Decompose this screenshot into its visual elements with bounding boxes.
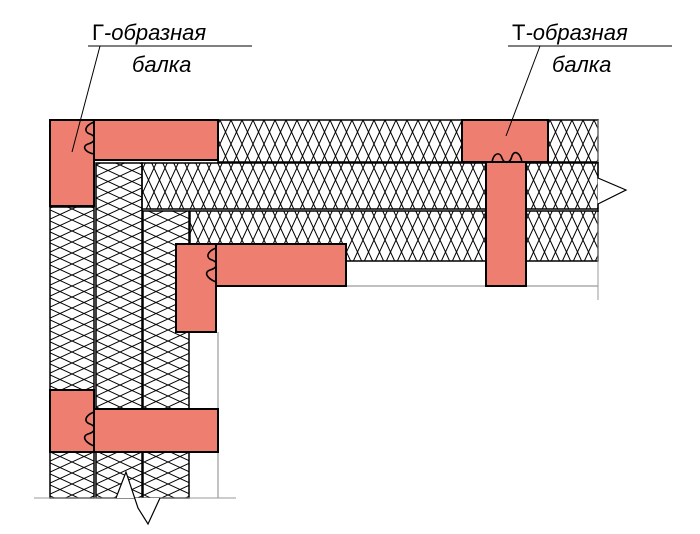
t-beam-flange bbox=[461, 119, 549, 163]
joint-bottom bbox=[83, 411, 96, 447]
break-mark-bottom bbox=[115, 470, 161, 526]
g-beam-bottom-horizontal bbox=[93, 408, 219, 453]
t-beam-rest: -образная bbox=[525, 20, 627, 45]
t-beam-stem bbox=[485, 161, 527, 287]
g-beam-rest: -образная bbox=[104, 20, 206, 45]
t-beam-label-line2: балка bbox=[552, 52, 611, 77]
joint-inner bbox=[205, 247, 218, 283]
insulation-bottom-outer bbox=[49, 451, 95, 499]
t-leader-line bbox=[505, 45, 541, 137]
g-beam-label-line2: балка bbox=[132, 52, 191, 77]
joint-t-beam bbox=[491, 151, 523, 164]
insulation-left-outer bbox=[49, 206, 95, 394]
g-beam-top-vertical bbox=[49, 119, 95, 207]
insulation-middle-layer bbox=[141, 162, 599, 210]
t-beam-letter: Т bbox=[512, 20, 525, 45]
g-beam-letter: Г bbox=[92, 20, 104, 45]
t-beam-label-line1: Т-образная bbox=[512, 20, 628, 45]
g-beam-inner-horizontal bbox=[215, 243, 347, 287]
g-beam-inner-vertical bbox=[175, 243, 217, 333]
insulation-left-middle bbox=[95, 162, 143, 410]
break-mark-right bbox=[597, 162, 628, 212]
g-leader-line bbox=[71, 45, 101, 153]
insulation-bottom-inner bbox=[142, 451, 190, 499]
g-beam-label-line1: Г-образная bbox=[92, 20, 206, 45]
g-beam-top-horizontal bbox=[93, 119, 219, 161]
joint-top-left bbox=[83, 121, 96, 155]
